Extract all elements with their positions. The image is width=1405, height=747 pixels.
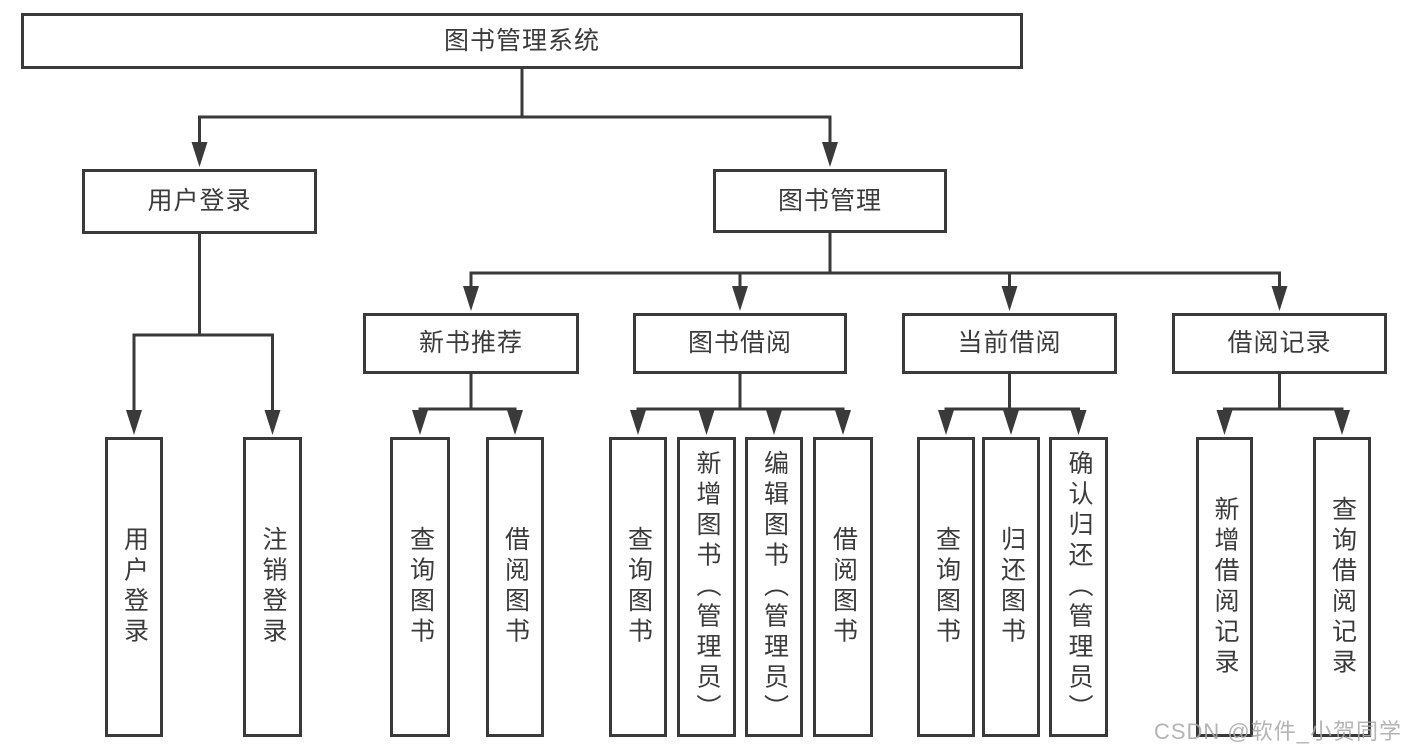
node-leaf-add-book: 新增图书（管理员） (677, 437, 736, 737)
node-label: 编辑图书（管理员） (760, 449, 789, 725)
node-label: 图书借阅 (687, 329, 792, 357)
arrow-down-icon (1334, 410, 1350, 435)
arrow-down-icon (191, 142, 208, 167)
node-label: 图书管理系统 (443, 26, 600, 55)
node-user-login: 用户登录 (82, 169, 317, 234)
node-label: 注销登录 (259, 526, 287, 648)
node-label: 新增借阅记录 (1211, 495, 1239, 679)
arrow-down-icon (732, 286, 748, 311)
arrow-down-icon (835, 410, 851, 435)
watermark: CSDN @软件_小贺同学 (1153, 719, 1402, 744)
arrow-down-icon (822, 142, 838, 167)
arrow-down-icon (1216, 410, 1233, 435)
node-leaf-query-record: 查询借阅记录 (1313, 437, 1371, 737)
node-leaf-borrow-book-2: 借阅图书 (813, 437, 873, 737)
node-leaf-logout: 注销登录 (243, 437, 302, 737)
node-label: 借阅记录 (1227, 329, 1332, 357)
node-label: 查询图书 (932, 526, 961, 648)
node-new-book-rec: 新书推荐 (363, 313, 579, 374)
node-label: 确认归还（管理员） (1065, 449, 1093, 725)
node-label: 当前借阅 (957, 329, 1062, 357)
node-label: 借阅图书 (829, 526, 858, 648)
arrow-down-icon (126, 410, 142, 435)
node-borrow-record: 借阅记录 (1172, 313, 1387, 374)
node-label: 借阅图书 (501, 526, 530, 648)
node-label: 图书管理 (777, 186, 882, 215)
node-label: 新书推荐 (418, 329, 523, 357)
node-book-mgmt: 图书管理 (713, 169, 947, 233)
arrow-down-icon (507, 410, 523, 435)
node-leaf-user-login: 用户登录 (105, 437, 163, 737)
node-current-borrow: 当前借阅 (902, 313, 1117, 374)
arrow-down-icon (698, 410, 715, 435)
arrow-down-icon (412, 410, 428, 435)
node-leaf-add-record: 新增借阅记录 (1196, 437, 1253, 737)
node-leaf-query-book-1: 查询图书 (390, 437, 450, 737)
node-label: 用户登录 (147, 187, 252, 215)
arrow-down-icon (264, 410, 281, 435)
node-leaf-query-book-3: 查询图书 (917, 437, 975, 737)
node-leaf-query-book-2: 查询图书 (609, 437, 667, 737)
node-root: 图书管理系统 (21, 13, 1023, 69)
node-label: 查询图书 (406, 526, 435, 648)
arrow-down-icon (463, 286, 479, 311)
node-label: 查询借阅记录 (1328, 495, 1357, 679)
arrow-down-icon (938, 410, 954, 435)
arrow-down-icon (1070, 410, 1087, 435)
arrow-down-icon (1003, 410, 1019, 435)
node-leaf-borrow-book-1: 借阅图书 (486, 437, 544, 737)
arrow-down-icon (1271, 286, 1288, 311)
arrow-down-icon (1001, 286, 1018, 311)
arrow-down-icon (766, 410, 782, 435)
arrow-down-icon (630, 410, 646, 435)
node-leaf-edit-book: 编辑图书（管理员） (745, 437, 803, 737)
node-label: 归还图书 (997, 526, 1026, 648)
node-leaf-return-book: 归还图书 (982, 437, 1040, 737)
node-label: 查询图书 (624, 526, 653, 648)
node-label: 用户登录 (120, 526, 149, 648)
node-label: 新增图书（管理员） (693, 449, 721, 725)
node-book-borrow: 图书借阅 (633, 313, 847, 374)
node-leaf-confirm-return: 确认归还（管理员） (1049, 437, 1108, 737)
